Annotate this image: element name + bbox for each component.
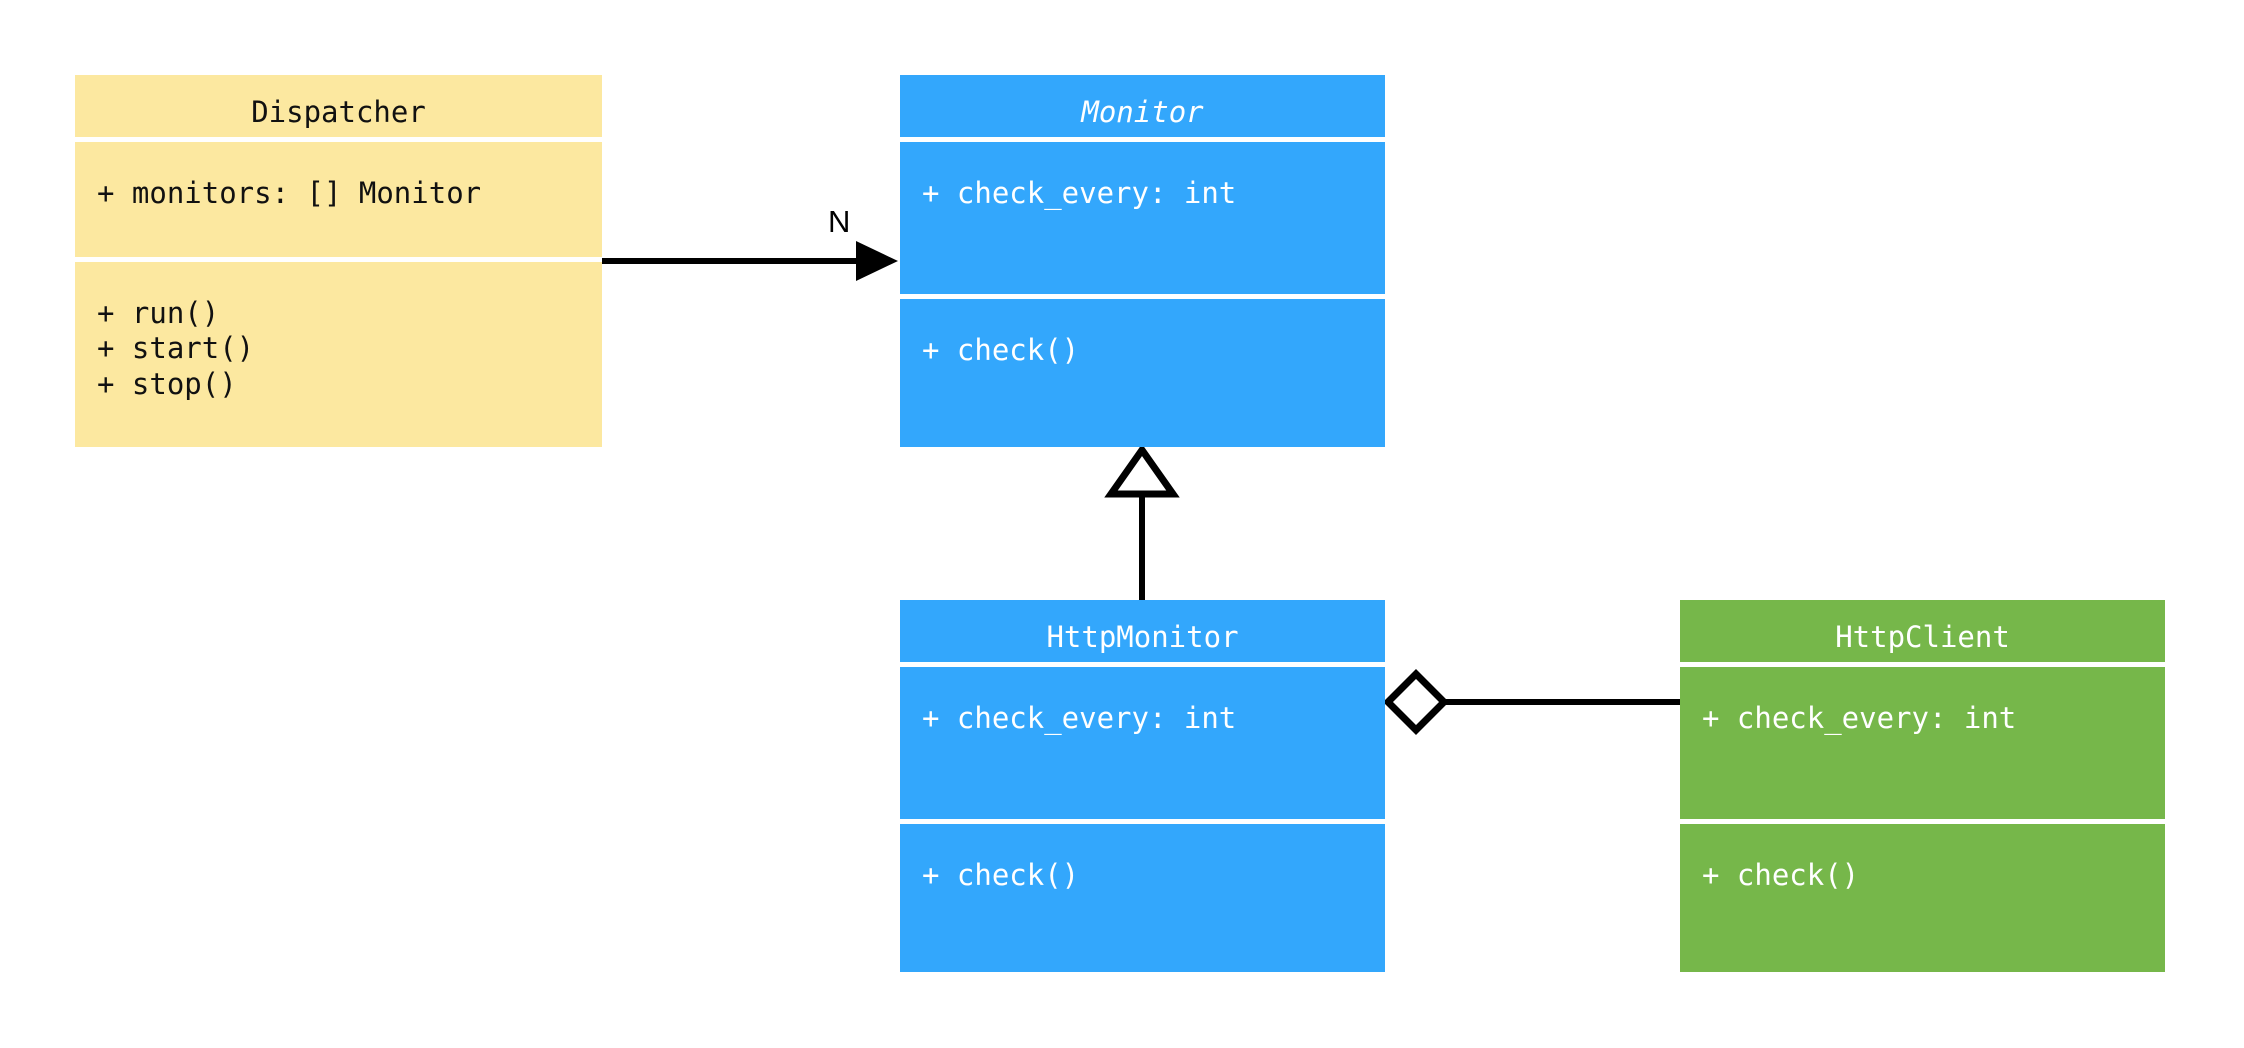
class-attributes-dispatcher: + monitors: [] Monitor [75, 142, 602, 257]
compartment-separator [75, 137, 602, 142]
compartment-separator [900, 819, 1385, 824]
compartment-separator [1680, 819, 2165, 824]
class-attributes-httpclient: + check_every: int [1680, 667, 2165, 819]
class-box-monitor[interactable]: Monitor + check_every: int + check() [900, 75, 1385, 447]
class-methods-httpmonitor: + check() [900, 824, 1385, 972]
edge-httpmonitor-to-httpclient [1383, 669, 1680, 735]
class-methods-monitor: + check() [900, 299, 1385, 447]
compartment-separator [900, 137, 1385, 142]
class-name-monitor: Monitor [900, 75, 1385, 137]
class-methods-dispatcher: + run() + start() + stop() [75, 262, 602, 447]
edge-httpmonitor-to-monitor [1104, 443, 1180, 600]
compartment-separator [1680, 662, 2165, 667]
compartment-separator [75, 257, 602, 262]
class-box-dispatcher[interactable]: Dispatcher + monitors: [] Monitor + run(… [75, 75, 602, 447]
hollow-diamond-icon [1383, 669, 1449, 735]
hollow-triangle-arrowhead-icon [1104, 443, 1180, 498]
edge-dispatcher-to-monitor [602, 241, 898, 281]
class-name-httpclient: HttpClient [1680, 600, 2165, 662]
class-attributes-monitor: + check_every: int [900, 142, 1385, 294]
filled-arrowhead-icon [856, 241, 898, 281]
class-box-httpclient[interactable]: HttpClient + check_every: int + check() [1680, 600, 2165, 972]
compartment-separator [900, 294, 1385, 299]
multiplicity-label-n: N [828, 204, 851, 239]
class-name-httpmonitor: HttpMonitor [900, 600, 1385, 662]
class-attributes-httpmonitor: + check_every: int [900, 667, 1385, 819]
class-name-dispatcher: Dispatcher [75, 75, 602, 137]
compartment-separator [900, 662, 1385, 667]
class-box-httpmonitor[interactable]: HttpMonitor + check_every: int + check() [900, 600, 1385, 972]
class-methods-httpclient: + check() [1680, 824, 2165, 972]
